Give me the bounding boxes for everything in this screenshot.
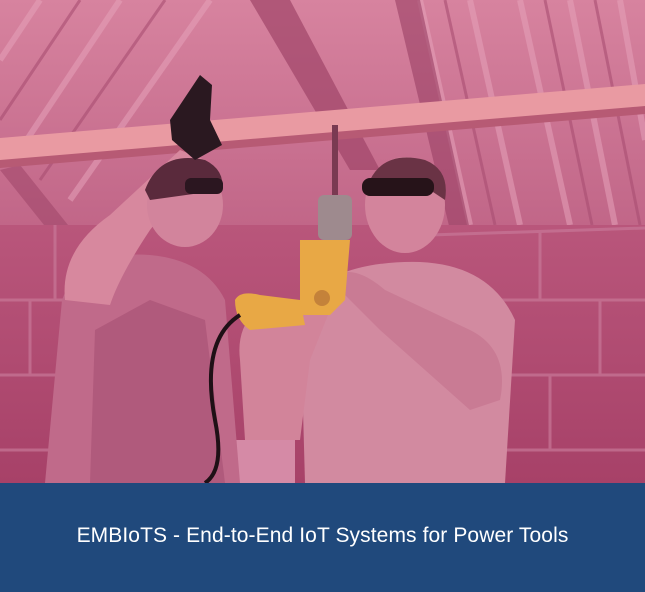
right-worker bbox=[203, 125, 515, 483]
wooden-board bbox=[0, 84, 645, 168]
project-title[interactable]: EMBIoTS - End-to-End IoT Systems for Pow… bbox=[76, 523, 569, 547]
caption-bar: EMBIoTS - End-to-End IoT Systems for Pow… bbox=[0, 483, 645, 592]
left-worker bbox=[45, 75, 240, 483]
hero-photo bbox=[0, 0, 645, 483]
